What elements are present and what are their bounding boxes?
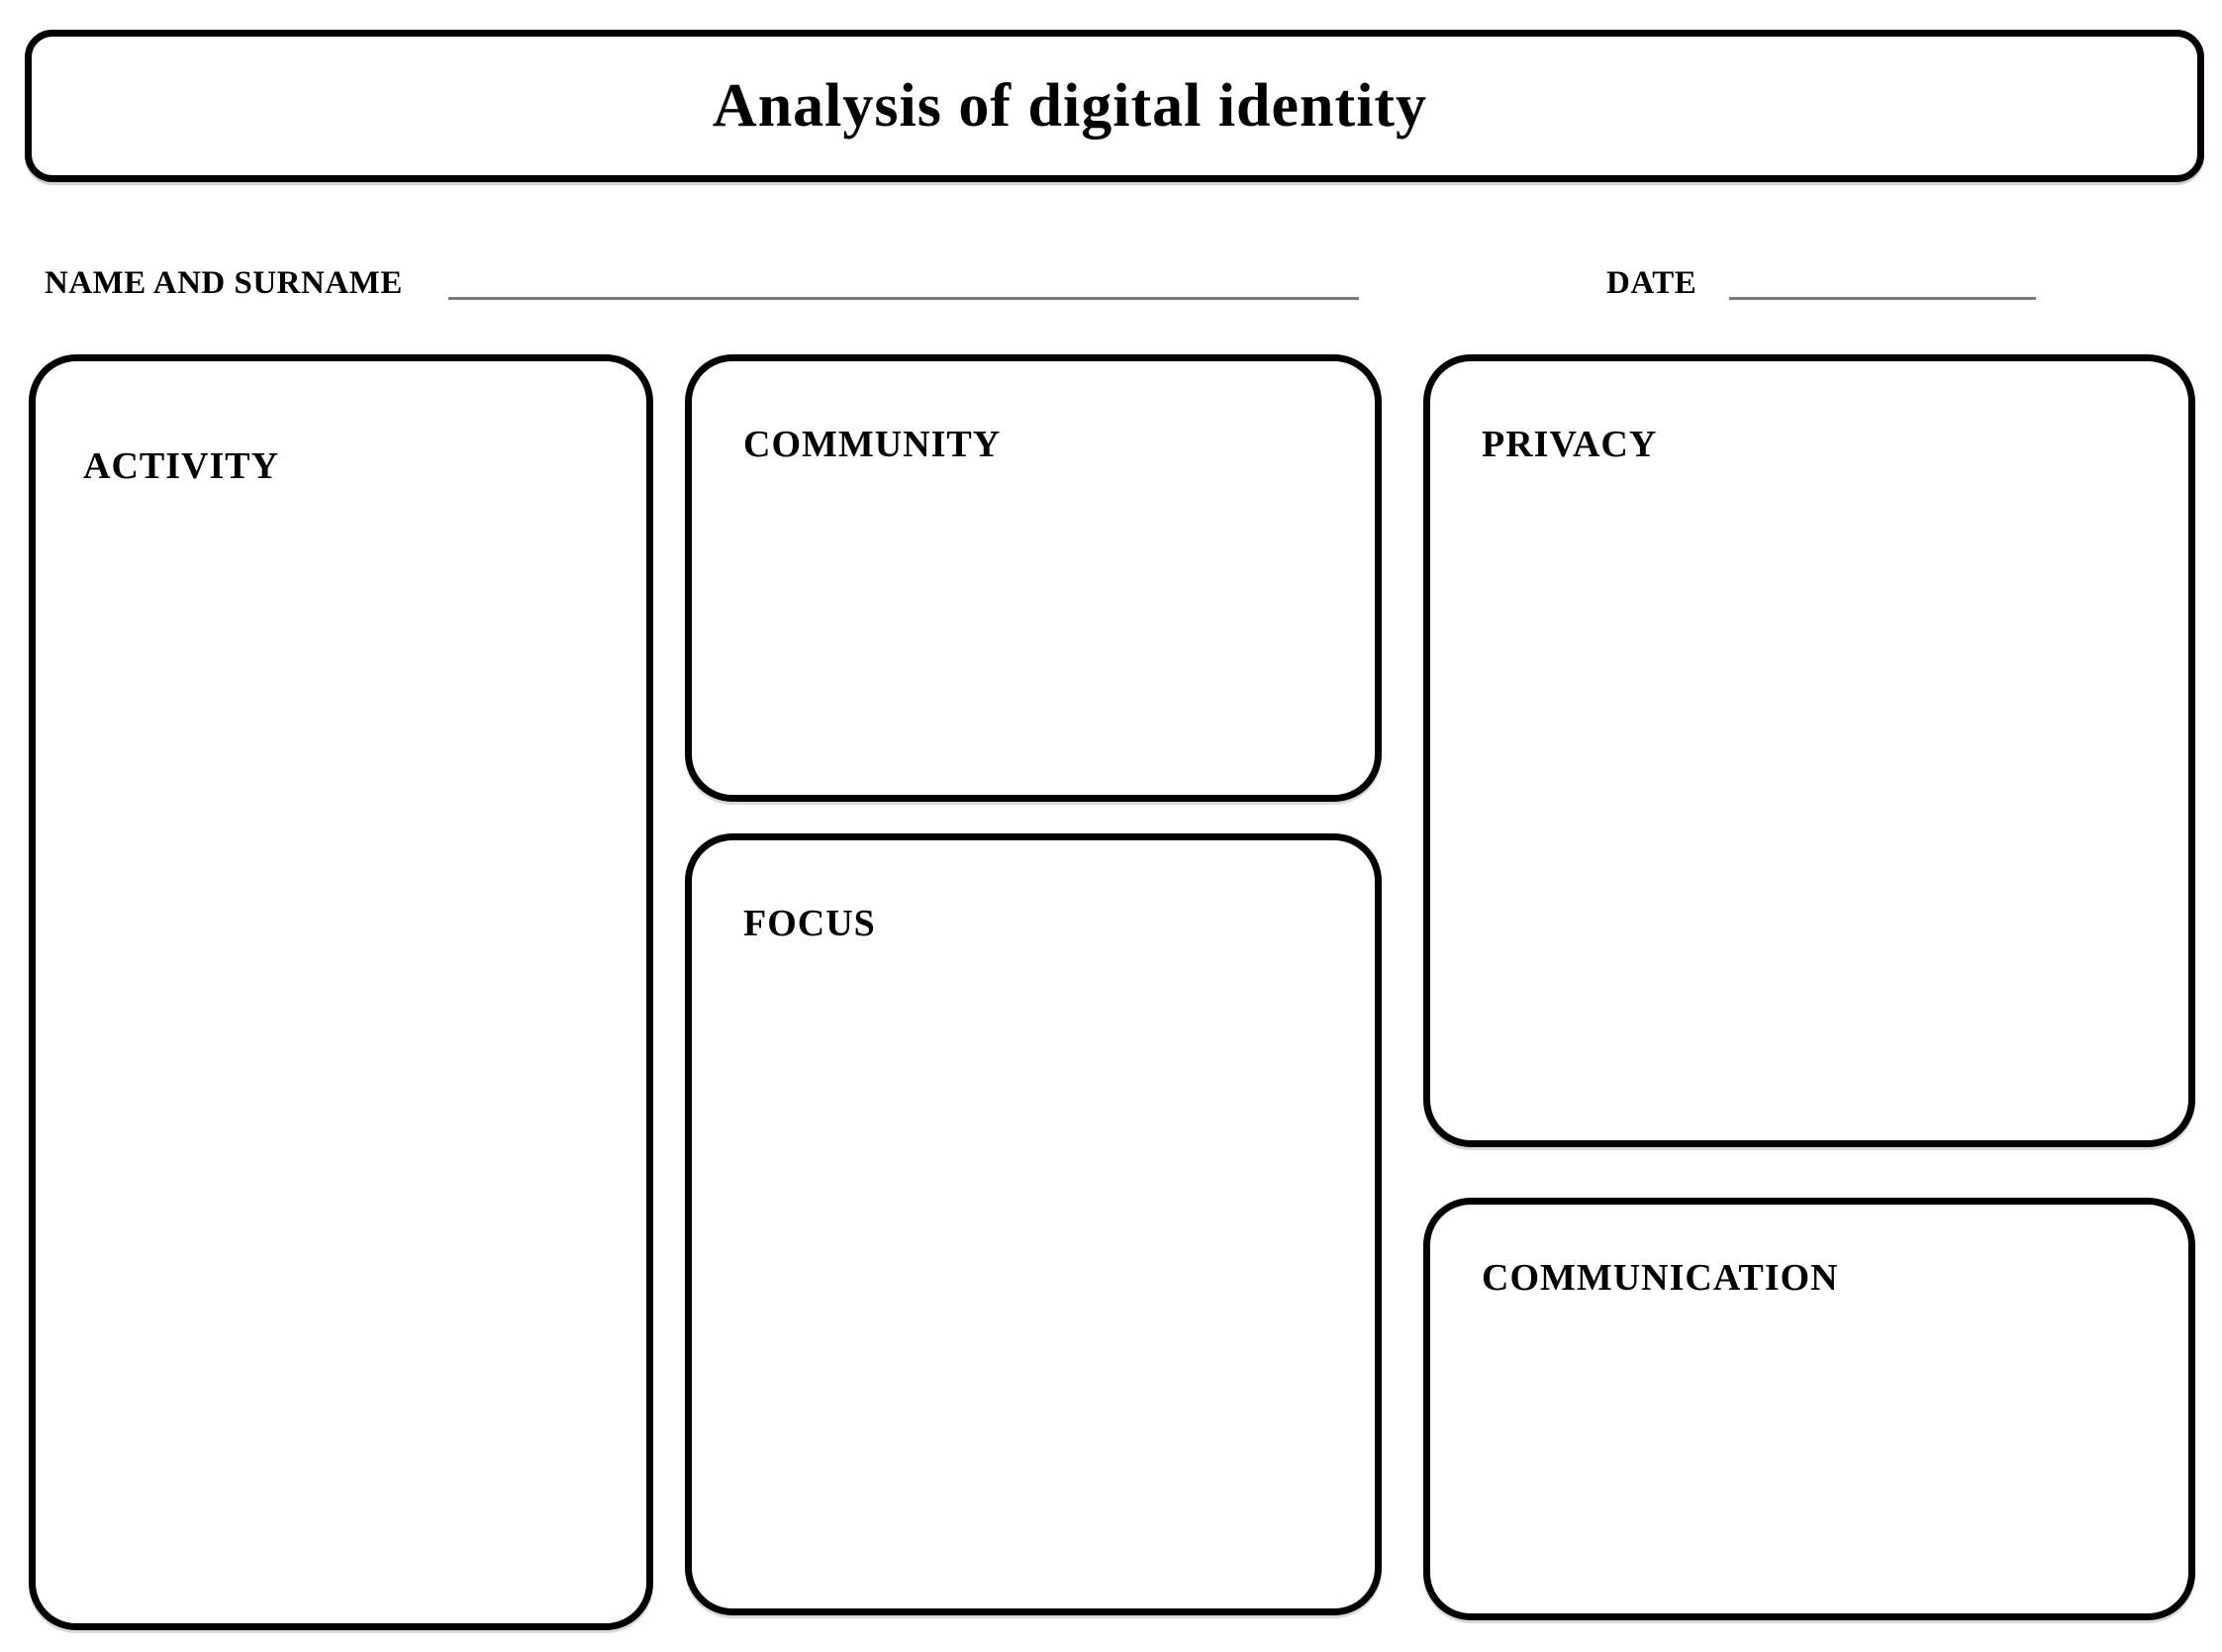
title-banner: Analysis of digital identity <box>25 30 2204 182</box>
name-surname-input-line[interactable] <box>448 297 1359 300</box>
date-label: DATE <box>1606 265 1697 301</box>
focus-box: FOCUS <box>685 833 1382 1615</box>
focus-write-area[interactable] <box>712 959 1355 1589</box>
communication-box: COMMUNICATION <box>1423 1198 2195 1620</box>
privacy-box-label: PRIVACY <box>1482 424 1658 465</box>
page-title: Analysis of digital identity <box>712 71 1428 140</box>
community-write-area[interactable] <box>712 480 1355 775</box>
activity-write-area[interactable] <box>55 480 627 1603</box>
communication-box-label: COMMUNICATION <box>1482 1257 1839 1299</box>
name-surname-label: NAME AND SURNAME <box>45 265 403 301</box>
activity-box-label: ACTIVITY <box>83 445 280 487</box>
privacy-write-area[interactable] <box>1450 480 2169 1120</box>
community-box-label: COMMUNITY <box>743 424 1002 465</box>
activity-box: ACTIVITY <box>29 354 653 1630</box>
privacy-box: PRIVACY <box>1423 354 2195 1147</box>
communication-write-area[interactable] <box>1450 1323 2169 1594</box>
focus-box-label: FOCUS <box>743 903 876 944</box>
date-input-line[interactable] <box>1729 297 2036 300</box>
community-box: COMMUNITY <box>685 354 1382 802</box>
